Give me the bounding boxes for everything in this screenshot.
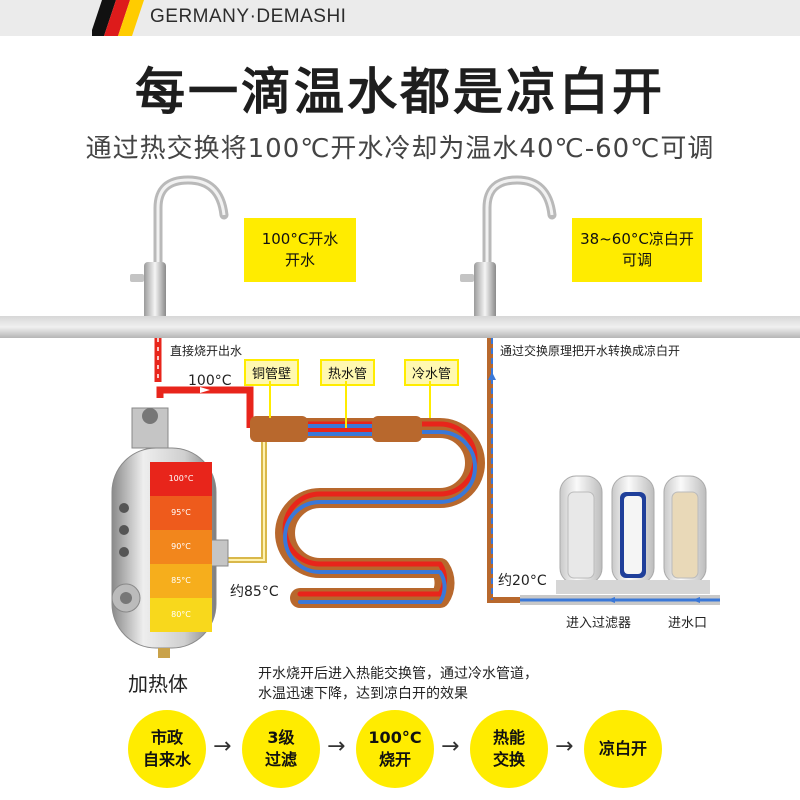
step-filtration: 3级过滤	[242, 710, 320, 788]
heat-exchange-coil	[250, 418, 485, 608]
warm-faucet-icon	[460, 175, 557, 320]
step-line1: 热能	[492, 728, 525, 747]
temp-20-label: 约20°C	[498, 573, 547, 589]
arrow-right-icon: →	[555, 734, 574, 759]
hot-water-label: 100°C开水 开水	[244, 218, 356, 282]
filter-cartridges	[556, 475, 710, 594]
step-line1: 凉白开	[598, 739, 647, 758]
step-municipal-water: 市政自来水	[128, 710, 206, 788]
german-flag-icon	[92, 0, 144, 36]
conversion-note: 通过交换原理把开水转换成凉白开	[500, 344, 681, 358]
temp-level: 100°C	[150, 462, 212, 496]
warm-label-line2: 可调	[621, 251, 652, 269]
temp-level: 80°C	[150, 598, 212, 632]
step-line2: 过滤	[264, 750, 297, 769]
enter-filter-label: 进入过滤器	[566, 616, 632, 631]
cold-pipe-tag: 冷水管	[404, 359, 460, 386]
page-title: 每一滴温水都是凉白开	[135, 63, 665, 121]
step-line1: 市政	[150, 728, 183, 747]
temp-level: 90°C	[150, 530, 212, 564]
step-line2: 自来水	[142, 750, 191, 769]
warm-label-line1: 38~60°C凉白开	[580, 230, 694, 248]
step-boiling: 100°C 烧开	[356, 710, 434, 788]
arrow-right-icon: →	[213, 734, 232, 759]
tank-temperature-scale: 100°C 95°C 90°C 85°C 80°C	[150, 462, 212, 632]
step-line2: 交换	[492, 750, 525, 769]
heater-label: 加热体	[128, 672, 188, 696]
hot-label-line2: 开水	[284, 251, 315, 269]
copper-wall-tag: 铜管壁	[244, 359, 300, 386]
step-heat-exchange: 热能交换	[470, 710, 548, 788]
hot-faucet-icon	[130, 175, 229, 320]
step-line2: 烧开	[378, 750, 411, 769]
brand-name: GERMANY·DEMASHI	[150, 6, 347, 27]
hot-pipe-tag: 热水管	[320, 359, 376, 386]
description-line2: 水温迅速下降，达到凉白开的效果	[258, 686, 468, 702]
temp-100-label: 100°C	[188, 373, 232, 389]
step-line1: 3级	[267, 728, 295, 747]
direct-boil-note: 直接烧开出水	[170, 344, 243, 358]
step-cool-boiled-water: 凉白开	[584, 710, 662, 788]
warm-water-label: 38~60°C凉白开 可调	[572, 218, 702, 282]
process-description: 开水烧开后进入热能交换管，通过冷水管道， 水温迅速下降，达到凉白开的效果	[258, 664, 538, 704]
page-subtitle: 通过热交换将100℃开水冷却为温水40℃-60℃可调	[85, 134, 715, 164]
hot-label-line1: 100°C开水	[261, 230, 339, 248]
water-inlet-label: 进水口	[668, 616, 708, 631]
arrow-right-icon: →	[441, 734, 460, 759]
description-line1: 开水烧开后进入热能交换管，通过冷水管道，	[258, 666, 538, 682]
countertop	[0, 316, 800, 338]
step-line1: 100°C	[368, 728, 422, 747]
temp-85-label: 约85°C	[230, 584, 279, 600]
arrow-right-icon: →	[327, 734, 346, 759]
temp-level: 85°C	[150, 564, 212, 598]
temp-level: 95°C	[150, 496, 212, 530]
